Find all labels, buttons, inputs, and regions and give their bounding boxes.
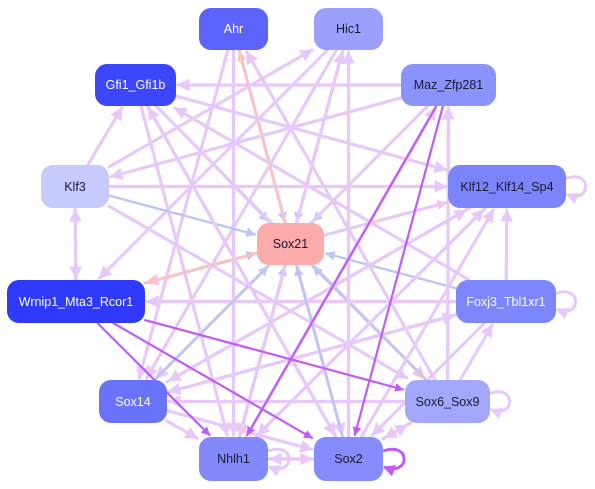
node-label: Ahr [223,22,244,36]
edge-wrn-to-klf3 [68,208,82,282]
self-loop-sox2 [382,447,406,477]
node-gfi[interactable]: Gfi1_Gfi1b [95,64,176,106]
edge-wrn-to-sox69 [143,319,405,392]
node-label: Sox2 [334,452,363,466]
self-loop-sox69 [489,390,512,420]
node-klf12[interactable]: Klf12_Klf14_Sp4 [448,165,566,208]
node-label: Gfi1_Gfi1b [105,78,166,92]
node-label: Sox21 [272,237,309,251]
self-loop-foxj3 [555,290,578,320]
node-label: Klf12_Klf14_Sp4 [460,179,554,194]
edge-maz-to-klf3 [109,96,403,180]
edge-sox21-to-wrn [145,251,259,285]
edge-sox14-to-nhlh1 [165,419,199,440]
node-maz[interactable]: Maz_Zfp281 [401,64,496,106]
self-loop-layer [267,175,588,477]
self-loop-nhlh1 [267,447,291,477]
node-label: Sox6_Sox9 [415,394,480,409]
node-label: Nhlh1 [217,452,250,466]
edge-nhlh1-to-klf12 [254,208,485,439]
node-foxj3[interactable]: Foxj3_Tbl1xr1 [456,280,556,323]
edge-sox14-to-klf12 [165,208,468,384]
node-label: Sox14 [115,394,151,409]
edge-sox2-to-sox21 [294,265,344,439]
node-label: Hic1 [335,22,361,36]
node-klf3[interactable]: Klf3 [41,165,109,208]
node-sox2[interactable]: Sox2 [314,437,383,481]
edge-klf3-to-hic1 [107,48,314,169]
edge-sox69-to-ahr [245,50,437,382]
node-hic1[interactable]: Hic1 [314,8,383,50]
edge-wrn-to-nhlh1 [96,321,211,437]
node-label: Wrnip1_Mta3_Rcor1 [18,294,134,309]
node-sox21[interactable]: Sox21 [257,223,324,265]
edge-sox69-to-foxj3 [458,323,494,382]
edge-sox21-to-ahr [237,50,287,225]
edge-maz-to-nhlh1 [246,104,438,437]
edge-sox2-to-sox69 [381,423,409,441]
edge-sox2-to-klf12 [359,208,495,439]
node-sox14[interactable]: Sox14 [99,380,167,423]
edge-sox2-to-gfi [147,106,338,439]
edge-gfi-to-klf12 [174,94,448,173]
edge-hic1-to-sox14 [145,48,338,380]
node-wrn[interactable]: Wrnip1_Mta3_Rcor1 [7,280,145,323]
node-label: Klf3 [64,179,86,194]
edge-foxj3-to-sox2 [370,321,487,437]
edge-foxj3-to-gfi [173,106,471,282]
edge-wrn-to-sox2 [112,321,314,439]
edge-foxj3-to-klf12 [500,208,514,282]
node-nhlh1[interactable]: Nhlh1 [199,437,268,481]
node-label: Maz_Zfp281 [413,78,484,92]
edge-klf3-to-sox21 [107,194,257,237]
node-sox69[interactable]: Sox6_Sox9 [405,380,490,423]
self-loop-klf12 [565,175,588,205]
edge-klf3-to-sox69 [107,204,409,380]
node-label: Foxj3_Tbl1xr1 [466,294,546,309]
edge-klf3-to-gfi [86,106,124,167]
node-ahr[interactable]: Ahr [199,8,268,50]
